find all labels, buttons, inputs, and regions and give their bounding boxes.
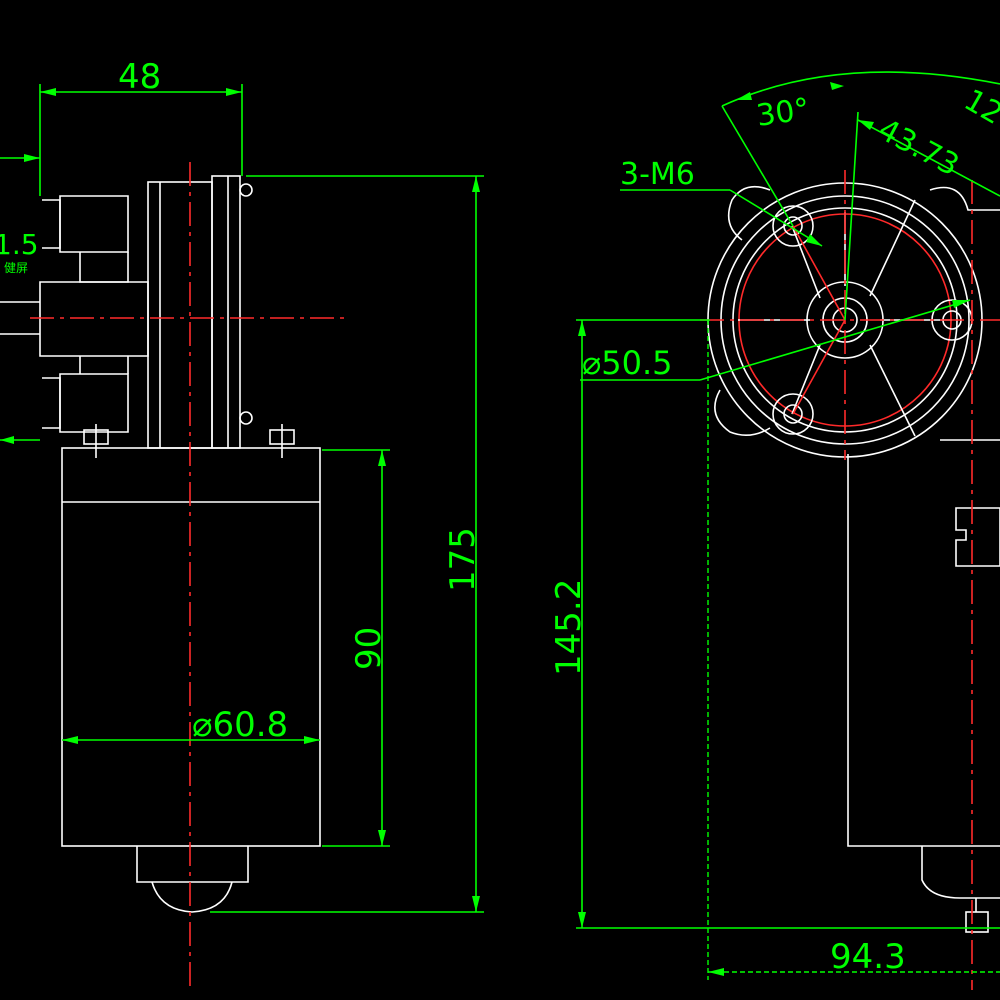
spoke xyxy=(869,199,916,297)
construction-line xyxy=(792,319,846,415)
connector-boss xyxy=(42,377,61,429)
callout-holes: 3-M6 xyxy=(620,157,695,192)
connector-boss xyxy=(59,373,129,433)
dim-label-angle: 30° xyxy=(754,92,812,134)
motor-end-boss xyxy=(151,881,233,913)
bolt-hole xyxy=(772,205,814,247)
dim-label-90: 90 xyxy=(349,627,389,670)
bolt-head xyxy=(239,411,253,425)
bolt-head xyxy=(239,183,253,197)
connector-boss xyxy=(79,356,129,374)
dim-label-partial-left: 1.5 xyxy=(0,228,39,261)
spoke xyxy=(869,344,916,437)
dim-label-60-8: ⌀60.8 xyxy=(192,705,288,745)
gearbox-plate-front xyxy=(211,175,241,449)
terminal-block xyxy=(955,507,1000,567)
dim-arc-angle xyxy=(721,71,1000,107)
spoke xyxy=(791,344,821,415)
dim-note-partial-left: 健屏 xyxy=(4,261,28,275)
dim-label-175: 175 xyxy=(443,527,483,592)
dim-label-partial-top-right: 12 xyxy=(958,83,1000,132)
spoke xyxy=(791,225,821,299)
dim-label-94-3: 94.3 xyxy=(830,937,906,977)
front-view xyxy=(700,170,1000,990)
dim-label-radius: 43.73 xyxy=(872,112,964,183)
dim-label-145-2: 145.2 xyxy=(549,579,589,676)
motor-body xyxy=(61,447,321,847)
dim-line-50-5 xyxy=(699,299,971,381)
motor-body-front xyxy=(847,454,1000,847)
side-view-dimensions: 48 1.5 健屏 175 90 ⌀60.8 xyxy=(0,57,484,913)
bolt-hole xyxy=(772,393,814,435)
connector-boss xyxy=(59,195,129,253)
connector-boss xyxy=(39,281,149,357)
gearbox-plate-back xyxy=(147,181,213,449)
connector-boss xyxy=(42,199,61,249)
dim-label-48: 48 xyxy=(118,57,161,97)
construction-line xyxy=(792,225,846,321)
front-view-dimensions: 30° 12 43.73 3-M6 ⌀50.5 145.2 94.3 xyxy=(549,71,1000,980)
leader-holes xyxy=(729,189,823,247)
connector-tab xyxy=(965,911,989,933)
dim-line-radius xyxy=(857,119,1000,197)
dim-label-50-5: ⌀50.5 xyxy=(582,344,673,382)
motor-end-cap-front xyxy=(921,846,1000,899)
side-view xyxy=(0,162,350,990)
motor-end-cap xyxy=(136,846,249,883)
connector-boss xyxy=(79,252,129,283)
mount-bolt xyxy=(83,424,109,458)
mount-bolt xyxy=(269,424,295,458)
gearbox-outline xyxy=(714,185,1000,441)
